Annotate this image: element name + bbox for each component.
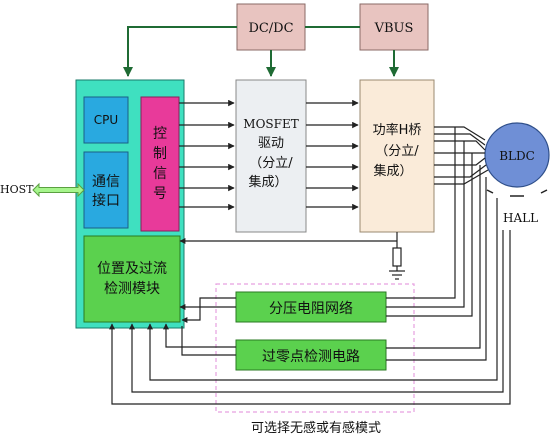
position-overcurrent-line-1: 位置及过流 [97, 261, 167, 277]
control-signal-char-2: 制 [153, 146, 167, 162]
h-bridge-line-2: （分立/ [375, 144, 419, 159]
zero-cross-label: 过零点检测电路 [262, 349, 360, 365]
feedback-lines [109, 127, 511, 405]
position-overcurrent-block [83, 235, 181, 323]
host-double-arrow [32, 182, 85, 198]
cpu-block [83, 96, 129, 144]
control-signal-block [140, 96, 180, 232]
comm-interface-block [83, 151, 129, 229]
comm-interface-line-1: 通信 [92, 174, 120, 190]
vbus-label: VBUS [374, 21, 414, 36]
hall-sensor-mark-1 [486, 189, 494, 194]
position-overcurrent-line-2: 检测模块 [104, 281, 160, 297]
dcdc-label: DC/DC [248, 21, 293, 36]
mosfet-driver-block: MOSFET 驱动 （分立/ 集成） [235, 79, 307, 233]
voltage-divider-label: 分压电阻网络 [269, 301, 353, 317]
comm-interface-line-2: 接口 [92, 192, 120, 209]
dcdc-block: DC/DC [236, 3, 306, 51]
hall-sensor-mark-3 [540, 189, 548, 194]
control-signal-char-3: 信 [153, 166, 167, 182]
control-signal-char-1: 控 [153, 126, 167, 142]
pwm-signal-arrows [179, 99, 359, 211]
mode-caption: 可选择无感或有感模式 [251, 420, 381, 436]
mosfet-line-4: 集成） [248, 174, 287, 190]
shunt-resistor [179, 232, 405, 280]
bldc-label: BLDC [499, 149, 535, 163]
host-label: HOST [0, 183, 34, 196]
power-connectors [123, 26, 399, 77]
host-connector: HOST [0, 182, 85, 198]
mosfet-line-2: 驱动 [258, 136, 284, 151]
control-signal-char-4: 号 [153, 186, 167, 202]
mosfet-line-3: （分立/ [249, 156, 293, 171]
vbus-block: VBUS [359, 3, 429, 51]
voltage-divider-block: 分压电阻网络 [235, 291, 387, 323]
mosfet-line-1: MOSFET [243, 117, 298, 131]
zero-cross-block: 过零点检测电路 [235, 339, 387, 371]
cpu-label: CPU [94, 113, 118, 127]
hall-label: HALL [503, 211, 538, 225]
power-h-bridge-block: 功率H桥 （分立/ 集成） [359, 79, 435, 233]
h-bridge-line-1: 功率H桥 [373, 122, 422, 138]
mcu-block: CPU 通信 接口 控 制 信 号 位置及过流 检测模块 [75, 79, 185, 329]
bldc-motor: BLDC HALL [484, 122, 550, 225]
h-bridge-line-3: 集成） [373, 163, 412, 179]
